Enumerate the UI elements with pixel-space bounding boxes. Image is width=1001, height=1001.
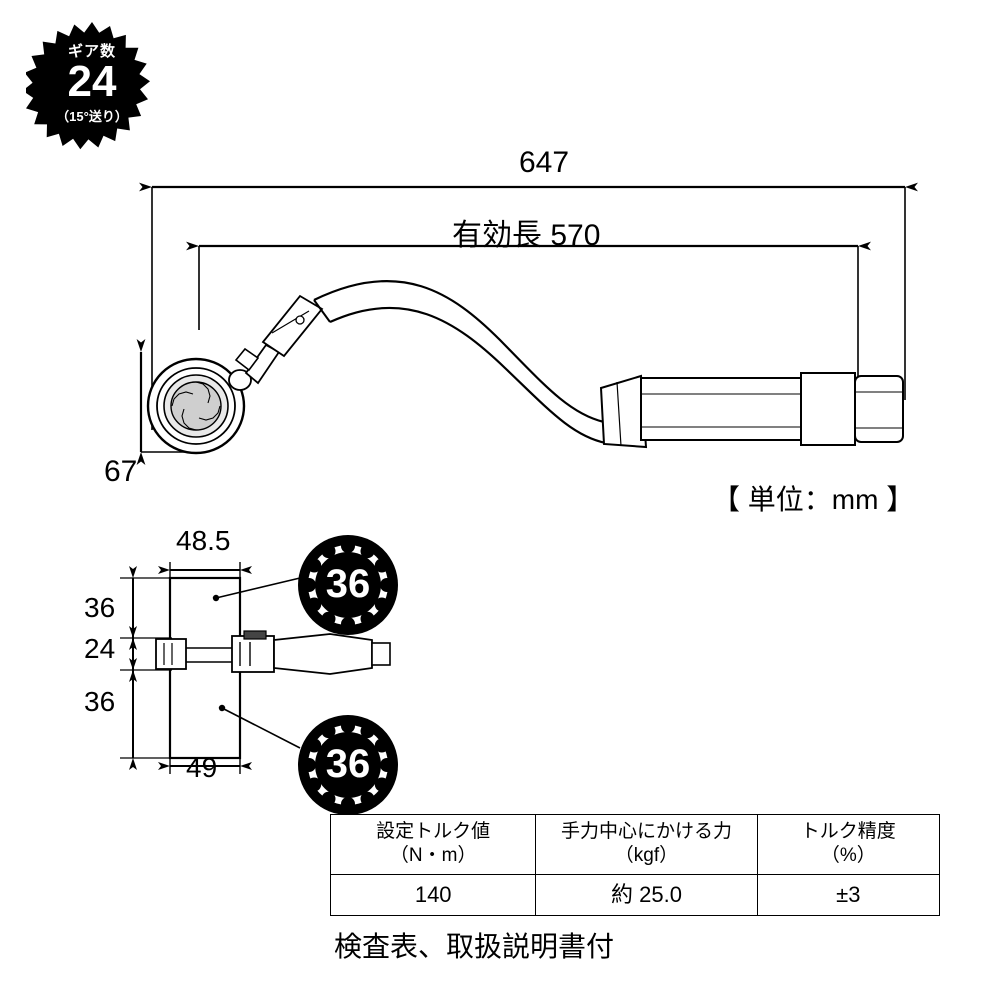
dimension-head-width-bottom: 49 [186,752,218,783]
table-row-values: 140 約 25.0 ±3 [329,873,941,916]
socket-size-top: 36 [296,533,400,637]
header-hand-force-line1: 手力中心にかける力 [560,821,732,842]
header-accuracy-line1: トルク精度 [800,821,896,842]
torque-spec-table: 設定トルク値 （N・m） 手力中心にかける力 （kgf） トルク精度 （%） 1… [329,814,941,916]
starburst-shape [26,22,150,150]
header-cell-hand-force: 手力中心にかける力 （kgf） [535,814,758,875]
side-view-drawing [120,562,391,774]
socket-size-top-value: 36 [325,561,371,606]
header-hand-force-line2: （kgf） [614,845,679,867]
twelve-point-socket-icon-top [298,535,398,635]
dimension-head-height: 67 [104,455,138,488]
socket-size-bottom: 36 [296,713,400,817]
value-torque-setting: 140 [329,873,537,916]
header-accuracy-line2: （%） [820,845,876,867]
header-torque-setting-line2: （N・m） [389,845,477,867]
twelve-point-socket-icon-bottom [298,715,398,815]
badge-gear-sub: （15°送り） [56,109,128,124]
dimension-upper-offset: 36 [84,592,116,623]
dimension-center-thickness: 24 [84,633,116,664]
badge-gear-label: ギア数 [67,43,116,60]
socket-size-bottom-value: 36 [325,741,371,786]
footer-note: 検査表、取扱説明書付 [334,931,615,962]
value-accuracy: ±3 [756,873,941,916]
badge-gear-number: 24 [67,57,117,106]
dimension-head-width-top: 48.5 [176,525,231,556]
dimension-effective-length: 有効長 570 [452,219,601,252]
value-hand-force: 約 25.0 [535,873,758,916]
header-cell-torque-setting: 設定トルク値 （N・m） [329,814,537,875]
gear-count-badge: ギア数 24 （15°送り） [26,20,158,152]
wrench-main-drawing [136,182,918,465]
dimension-lower-offset: 36 [84,686,116,717]
dimension-overall-length: 647 [519,146,570,179]
header-torque-setting-line1: 設定トルク値 [376,821,491,842]
table-row-header: 設定トルク値 （N・m） 手力中心にかける力 （kgf） トルク精度 （%） [329,814,941,875]
unit-note: 【 単位：mm 】 [712,484,915,515]
header-cell-accuracy: トルク精度 （%） [756,814,941,875]
